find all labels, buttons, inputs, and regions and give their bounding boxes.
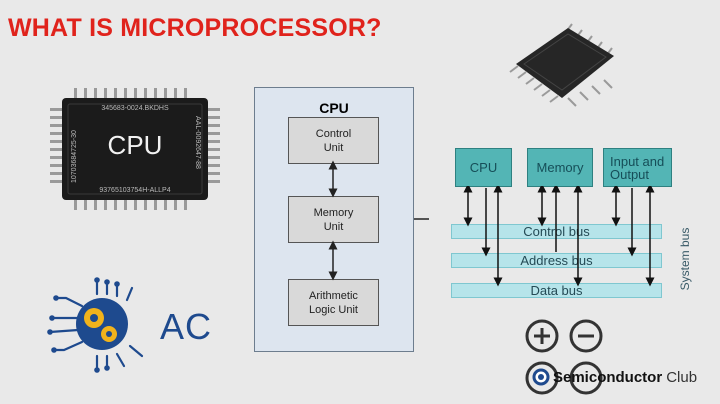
brand-name-bold: Semiconductor (553, 368, 663, 386)
cpu-connector-arrows (328, 160, 429, 281)
alu-box: Arithmetic Logic Unit (288, 279, 379, 326)
component-cpu: CPU (455, 148, 512, 187)
chip-cpu-label: CPU (108, 130, 163, 160)
memory-unit-box: Memory Unit (288, 196, 379, 243)
brand-name-light: Club (666, 368, 698, 386)
plus-icon (525, 319, 559, 353)
system-bus-label: System bus (678, 227, 692, 291)
ac-circuit-logo (47, 277, 144, 373)
control-unit-box: Control Unit (288, 117, 379, 164)
microchip-illustration (509, 23, 614, 107)
page-title: WHAT IS MICROPROCESSOR? (8, 14, 382, 42)
component-memory: Memory (527, 148, 593, 187)
brand-logo: Semiconductor Club (532, 368, 697, 386)
minus-icon (569, 319, 603, 353)
svg-text:345683-0024.BKDHS: 345683-0024.BKDHS (101, 105, 169, 112)
svg-text:93765103754H-ALLP4: 93765103754H-ALLP4 (99, 187, 170, 194)
component-io: Input and Output (603, 148, 672, 187)
svg-text:10703684725-30: 10703684725-30 (71, 130, 78, 183)
data-bus: Data bus (451, 283, 662, 298)
svg-text:AAL-0092647-88: AAL-0092647-88 (194, 116, 201, 169)
cpu-chip-illustration: CPU 345683-0024.BKDHS 93765103754H-ALLP4… (50, 88, 220, 210)
polarity-symbols (525, 319, 603, 395)
logo-text: AC (160, 306, 213, 347)
bus-connector-arrows (463, 186, 655, 287)
cpu-block-title: CPU (319, 100, 349, 116)
brand-circle-icon (532, 368, 550, 386)
